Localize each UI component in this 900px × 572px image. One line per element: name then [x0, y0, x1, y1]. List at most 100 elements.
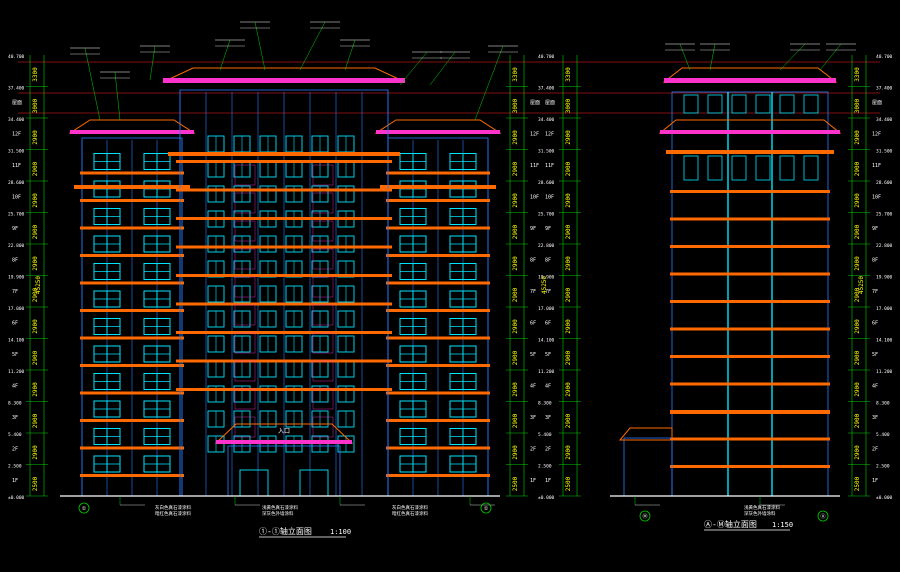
svg-text:1F: 1F [12, 478, 18, 484]
svg-text:40.700: 40.700 [876, 54, 893, 60]
svg-text:2900: 2900 [32, 350, 39, 365]
svg-text:5.400: 5.400 [876, 432, 890, 438]
svg-text:2900: 2900 [32, 161, 39, 176]
svg-text:12F: 12F [12, 132, 21, 138]
svg-text:19.900: 19.900 [538, 275, 555, 281]
svg-text:2500: 2500 [512, 476, 519, 491]
svg-text:34.400: 34.400 [8, 117, 25, 123]
svg-text:2F: 2F [530, 447, 536, 453]
dimension-chains: 2500 2900 2900 2900 2900 2900 2900 2900 2900 2900… [8, 54, 893, 501]
svg-text:10F: 10F [545, 195, 554, 201]
svg-text:2900: 2900 [854, 382, 861, 397]
side-elevation [610, 67, 842, 497]
svg-text:3300: 3300 [854, 67, 861, 82]
svg-text:4F: 4F [872, 384, 878, 390]
front-elevation-title: ①-①轴立面图 [259, 526, 312, 536]
svg-text:2.500: 2.500 [8, 464, 22, 470]
svg-text:40.700: 40.700 [8, 54, 25, 60]
svg-text:8.300: 8.300 [876, 401, 890, 407]
svg-text:2900: 2900 [512, 287, 519, 302]
svg-text:2900: 2900 [32, 224, 39, 239]
svg-text:7F: 7F [12, 289, 18, 295]
svg-text:5F: 5F [545, 352, 551, 358]
svg-text:34.400: 34.400 [538, 117, 555, 123]
svg-text:40.700: 40.700 [538, 54, 555, 60]
svg-text:17.000: 17.000 [876, 306, 893, 312]
svg-text:2900: 2900 [565, 287, 572, 302]
svg-text:8.300: 8.300 [538, 401, 552, 407]
svg-text:6F: 6F [530, 321, 536, 327]
svg-text:2900: 2900 [854, 413, 861, 428]
svg-text:9F: 9F [872, 226, 878, 232]
svg-text:34.400: 34.400 [876, 117, 893, 123]
note-right-1: 灰白色真石漆涂料 [392, 504, 428, 511]
svg-text:2900: 2900 [854, 161, 861, 176]
svg-text:2900: 2900 [565, 161, 572, 176]
svg-text:2900: 2900 [854, 193, 861, 208]
svg-text:25.700: 25.700 [8, 212, 25, 218]
svg-text:28.600: 28.600 [876, 180, 893, 186]
note-side-2: 深灰色外墙涂料 [744, 510, 776, 517]
svg-text:31.500: 31.500 [538, 149, 555, 155]
note-left-1: 灰白色真石漆涂料 [155, 504, 191, 511]
svg-text:2900: 2900 [512, 382, 519, 397]
svg-text:22.800: 22.800 [8, 243, 25, 249]
svg-text:14.100: 14.100 [8, 338, 25, 344]
svg-text:7F: 7F [872, 289, 878, 295]
svg-text:7F: 7F [545, 289, 551, 295]
svg-text:6F: 6F [872, 321, 878, 327]
svg-text:3000: 3000 [512, 98, 519, 113]
svg-text:10F: 10F [530, 195, 539, 201]
svg-text:2500: 2500 [854, 476, 861, 491]
svg-text:25.700: 25.700 [538, 212, 555, 218]
axis-bubble-side-left: Ⓜ [642, 513, 647, 520]
svg-text:8.300: 8.300 [8, 401, 22, 407]
svg-text:5F: 5F [530, 352, 536, 358]
svg-text:2.500: 2.500 [538, 464, 552, 470]
svg-text:31.500: 31.500 [876, 149, 893, 155]
svg-text:5.400: 5.400 [538, 432, 552, 438]
svg-text:22.800: 22.800 [538, 243, 555, 249]
svg-text:3300: 3300 [565, 67, 572, 82]
svg-text:4F: 4F [12, 384, 18, 390]
svg-text:2900: 2900 [512, 413, 519, 428]
svg-text:19.900: 19.900 [876, 275, 893, 281]
note-left-2: 暗红色真石漆涂料 [155, 510, 191, 517]
svg-text:2900: 2900 [32, 413, 39, 428]
svg-text:3000: 3000 [854, 98, 861, 113]
svg-text:10F: 10F [12, 195, 21, 201]
svg-text:7F: 7F [530, 289, 536, 295]
note-side-1: 浅黄色真石漆涂料 [744, 504, 780, 511]
svg-text:1F: 1F [872, 478, 878, 484]
svg-text:12F: 12F [872, 132, 881, 138]
svg-text:2F: 2F [12, 447, 18, 453]
svg-text:2900: 2900 [854, 319, 861, 334]
svg-text:19.900: 19.900 [8, 275, 25, 281]
svg-text:3F: 3F [530, 415, 536, 421]
svg-text:45250: 45250 [35, 276, 42, 294]
svg-text:3000: 3000 [32, 98, 39, 113]
svg-text:25.700: 25.700 [876, 212, 893, 218]
svg-text:2900: 2900 [565, 224, 572, 239]
svg-text:3300: 3300 [32, 67, 39, 82]
svg-text:9F: 9F [545, 226, 551, 232]
note-mid-2: 深灰色外墙涂料 [262, 510, 294, 517]
svg-text:11F: 11F [12, 163, 21, 169]
svg-text:2900: 2900 [854, 350, 861, 365]
svg-text:2900: 2900 [512, 445, 519, 460]
svg-text:屋面: 屋面 [872, 100, 882, 106]
axis-bubble-side-right: Ⓐ [820, 513, 825, 520]
svg-text:2900: 2900 [32, 193, 39, 208]
note-mid-1: 浅黄色真石漆涂料 [262, 504, 298, 511]
svg-text:2900: 2900 [512, 319, 519, 334]
svg-text:12F: 12F [545, 132, 554, 138]
svg-text:22.800: 22.800 [876, 243, 893, 249]
svg-text:2900: 2900 [512, 193, 519, 208]
svg-text:11F: 11F [530, 163, 539, 169]
note-right-2: 暗红色真石漆涂料 [392, 510, 428, 517]
svg-text:37.400: 37.400 [8, 86, 25, 92]
svg-text:4F: 4F [530, 384, 536, 390]
svg-text:±0.000: ±0.000 [876, 495, 893, 501]
